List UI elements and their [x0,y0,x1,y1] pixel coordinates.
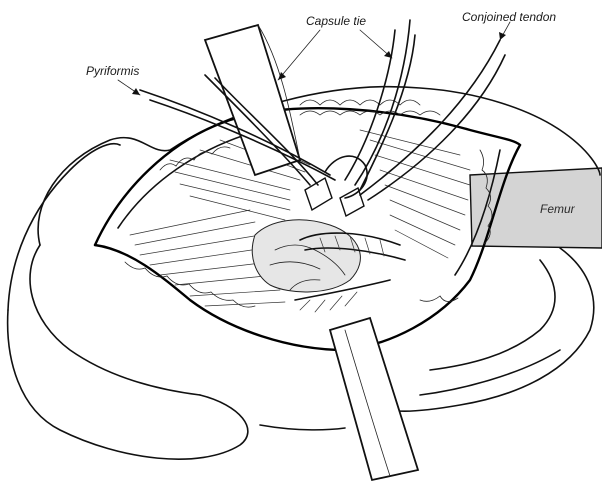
label-femur: Femur [540,202,575,216]
tendon-stumps [305,156,367,216]
label-conjoined-tendon: Conjoined tendon [462,10,556,24]
label-pyriformis: Pyriformis [86,64,139,78]
lower-retractor [330,318,418,480]
leader-arrows [118,22,510,95]
suture-threads [140,20,505,200]
label-capsule-tie: Capsule tie [306,14,366,28]
hip-capsule [252,220,360,292]
